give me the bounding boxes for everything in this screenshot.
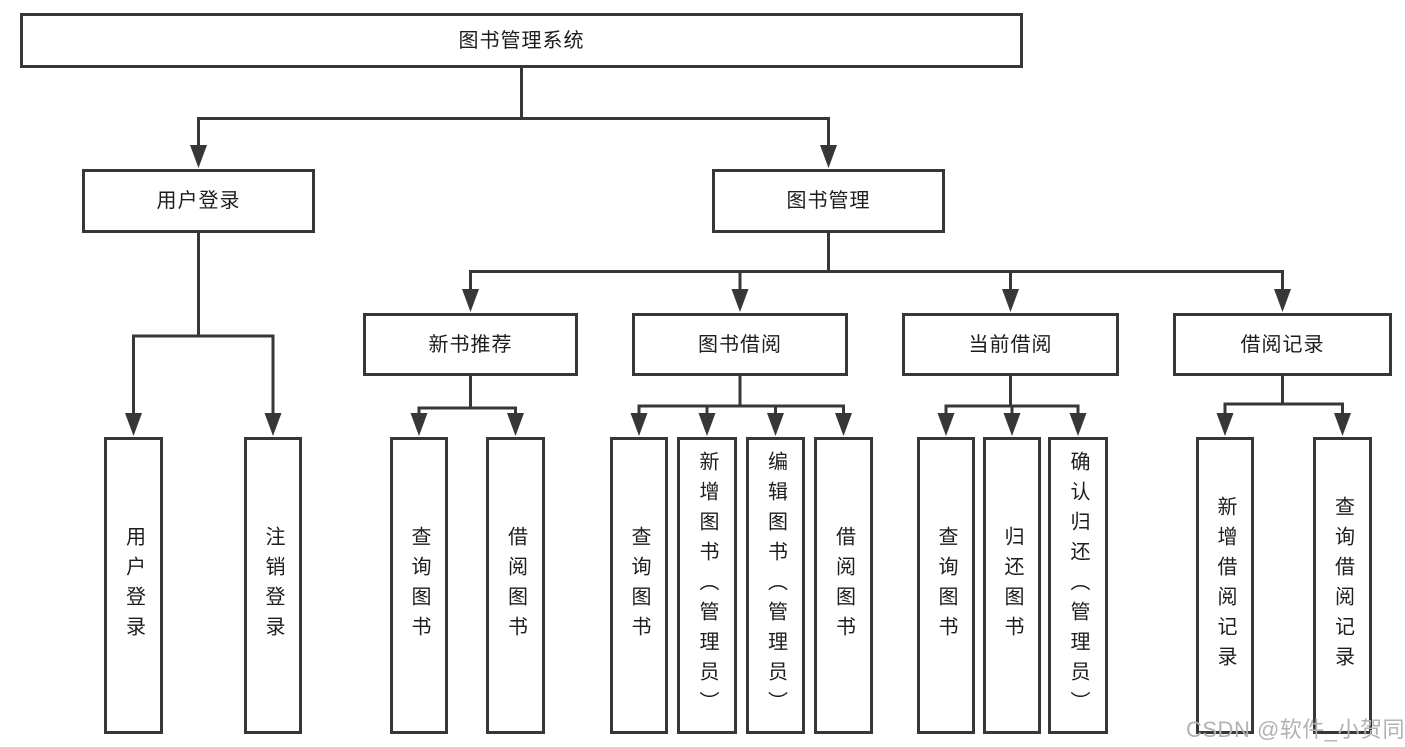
node-leaf-return-book: 归还图书 [983, 437, 1041, 734]
node-leaf-user-login: 用户登录 [104, 437, 163, 734]
node-book-management: 图书管理 [712, 169, 945, 233]
arrowheads [125, 145, 1351, 436]
node-leaf-edit-book-admin: 编辑图书（管理员） [746, 437, 805, 734]
node-user-login: 用户登录 [82, 169, 315, 233]
node-leaf-confirm-return-admin: 确认归还（管理员） [1048, 437, 1108, 734]
node-current-borrow: 当前借阅 [902, 313, 1119, 376]
node-leaf-borrow-book-2: 借阅图书 [814, 437, 873, 734]
node-leaf-borrow-book-1: 借阅图书 [486, 437, 545, 734]
csdn-watermark: CSDN @软件_小贺同学 [1186, 717, 1405, 742]
node-leaf-query-book-3: 查询图书 [917, 437, 975, 734]
node-new-book-recommend: 新书推荐 [363, 313, 578, 376]
node-leaf-query-borrow-record: 查询借阅记录 [1313, 437, 1372, 734]
node-leaf-query-book-2: 查询图书 [610, 437, 668, 734]
node-leaf-logout: 注销登录 [244, 437, 302, 734]
node-library-system: 图书管理系统 [20, 13, 1023, 68]
node-leaf-add-book-admin: 新增图书（管理员） [677, 437, 737, 734]
node-leaf-add-borrow-record: 新增借阅记录 [1196, 437, 1254, 734]
node-book-borrow: 图书借阅 [632, 313, 848, 376]
node-leaf-query-book-1: 查询图书 [390, 437, 448, 734]
node-borrow-records: 借阅记录 [1173, 313, 1392, 376]
